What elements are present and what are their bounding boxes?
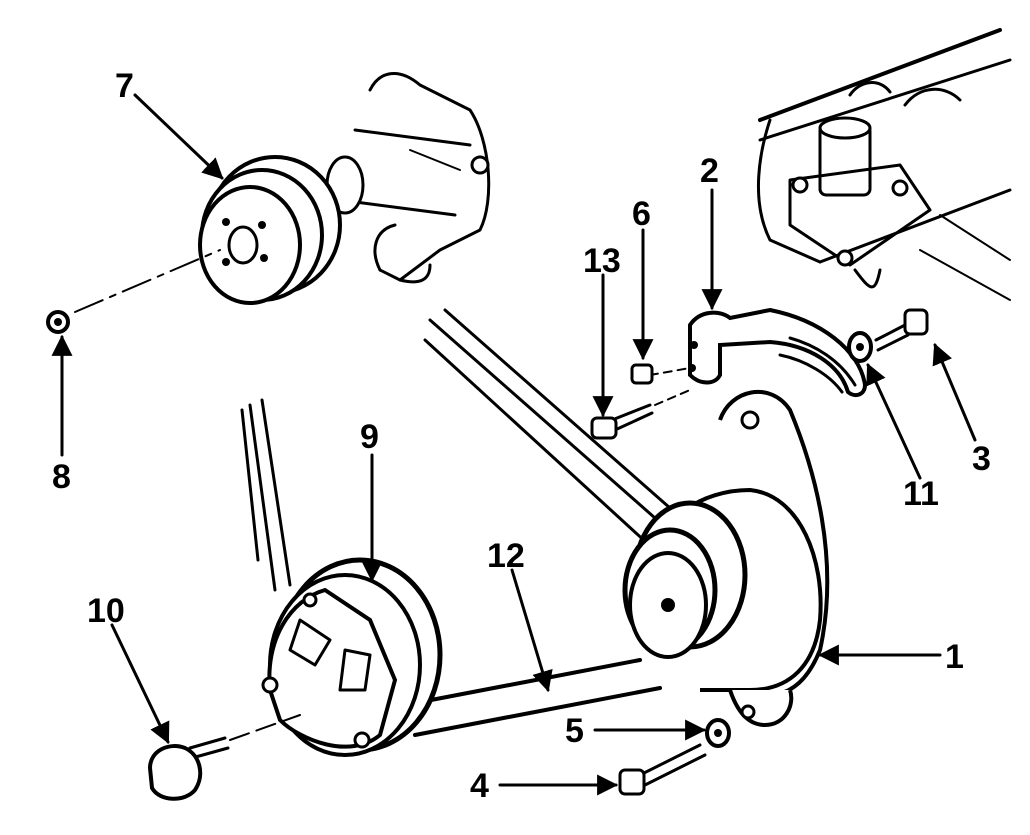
bolt-13 — [590, 389, 691, 440]
bolt-10 — [147, 714, 301, 801]
callout-11: 11 — [903, 475, 939, 513]
water-pump-pulley — [198, 155, 342, 305]
callout-2: 2 — [700, 152, 719, 190]
adjusting-bracket — [688, 307, 868, 398]
washer-5 — [705, 718, 731, 748]
callout-5: 5 — [565, 712, 584, 750]
leader-lines — [51, 93, 977, 796]
water-pump — [325, 72, 491, 284]
callout-9: 9 — [360, 418, 379, 456]
callout-13: 13 — [583, 242, 621, 280]
engine-block — [756, 28, 1012, 301]
belt-upper — [423, 308, 697, 557]
callout-10: 10 — [87, 592, 125, 630]
callout-4: 4 — [470, 767, 489, 805]
belt-lower — [240, 398, 662, 737]
callout-7: 7 — [115, 67, 134, 105]
washer-11 — [847, 331, 873, 363]
bolt-4 — [618, 743, 707, 796]
bolt-6 — [630, 363, 691, 385]
callout-labels: 1 2 3 4 5 6 7 8 9 10 11 12 13 — [52, 67, 991, 805]
callout-12: 12 — [487, 537, 525, 575]
bolt-8 — [46, 249, 221, 334]
alternator — [622, 390, 830, 728]
callout-3: 3 — [972, 440, 991, 478]
bolt-3 — [874, 308, 929, 352]
callout-8: 8 — [52, 458, 71, 496]
callout-1: 1 — [945, 638, 964, 676]
callout-6: 6 — [632, 195, 651, 233]
crankshaft-pulley — [261, 557, 443, 757]
